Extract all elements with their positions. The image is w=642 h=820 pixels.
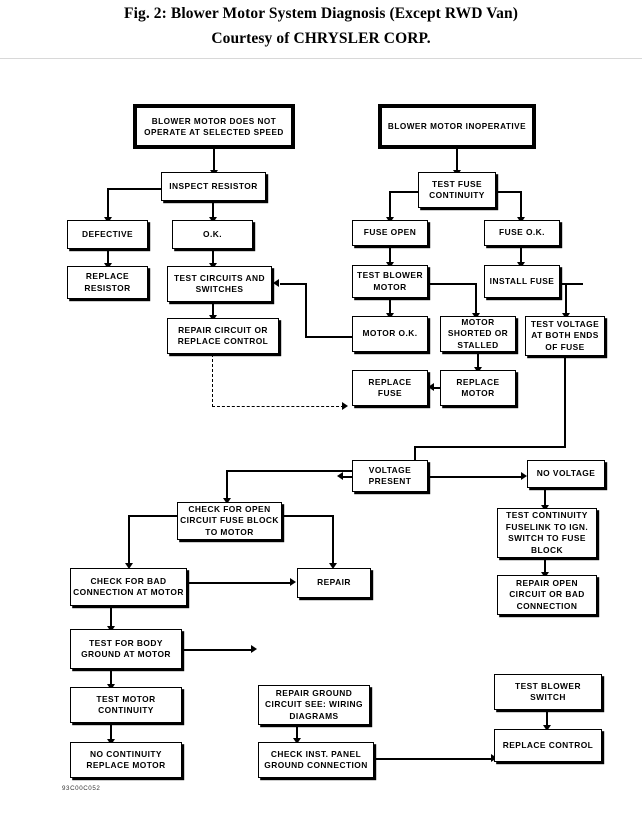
edge-checkbad-testbody [110,606,113,630]
edge-inspect-ok [212,201,214,220]
arrowhead-voltagepresent-checkopen [223,498,231,504]
node-ok[interactable]: O.K. [172,220,253,249]
edge-checkinstpanel-testblowerswitch [373,758,494,761]
edge-voltagepresent-checkopen-v [226,470,228,503]
edge-motorshorted-replacemotor [477,352,480,370]
node-replace-fuse[interactable]: REPLACE FUSE [352,370,428,406]
node-install-fuse[interactable]: INSTALL FUSE [484,265,560,298]
arrowhead-split-voltagepresent [337,472,343,480]
edge-testvoltage-elbow [414,446,566,449]
edge-testcontinuityfl-repairopen [544,558,547,575]
node-test-body-ground[interactable]: TEST FOR BODY GROUND AT MOTOR [70,629,182,669]
edge-inspect-defective-v [107,188,109,220]
title-overflow-clip: . [0,0,642,2]
node-repair-ground-circuit[interactable]: REPAIR GROUND CIRCUIT SEE: WIRING DIAGRA… [258,685,370,725]
edge-novoltage-testcontinuityfl [544,488,547,508]
node-test-motor-continuity[interactable]: TEST MOTOR CONTINUITY [70,687,182,723]
node-test-fuse-continuity[interactable]: TEST FUSE CONTINUITY [418,172,496,208]
node-fuse-ok[interactable]: FUSE O.K. [484,220,560,246]
arrowhead-repairground-checkinstpanel [293,738,301,744]
arrowhead-motorok-testcircuits [273,279,279,287]
arrowhead-testbody-repairground [251,645,257,653]
edge-checkbad-repair [186,582,292,585]
edge-testblowermotor-motorshorted-v [475,283,477,316]
node-motor-shorted[interactable]: MOTOR SHORTED OR STALLED [440,316,516,352]
edge-inspect-defective-h [108,188,162,190]
node-test-voltage[interactable]: TEST VOLTAGE AT BOTH ENDS OF FUSE [525,316,605,356]
node-defective[interactable]: DEFECTIVE [67,220,148,249]
figure-reference-code: 93C00C052 [62,785,101,792]
edge-testfuse-fuseopen-v [389,191,391,220]
node-test-continuity-fuselink[interactable]: TEST CONTINUITY FUSELINK TO IGN. SWITCH … [497,508,597,558]
arrowhead-repaircircuit-replacefuse [342,402,348,410]
edge-testfuse-fuseopen-h [390,191,419,193]
node-repair-circuit[interactable]: REPAIR CIRCUIT OR REPLACE CONTROL [167,318,279,354]
edge-testblowerswitch-replacecontrol [546,710,549,728]
edge-testbody-repairground [181,649,253,651]
edge-motorok-testcircuits-v [305,283,307,337]
arrowhead-checkbad-repair [290,578,296,586]
edge-startleft-inspect [213,149,216,173]
edge-installfuse-testvoltage-h [559,283,583,285]
edge-voltagepresent-checkopen-h [226,470,353,472]
arrowhead-testblowerswitch-replacecontrol [543,725,551,731]
edge-motorok-testcircuits-h2 [280,283,306,286]
node-start-right[interactable]: BLOWER MOTOR INOPERATIVE [378,104,536,149]
edge-split-novoltage [414,476,524,479]
edge-checkopen-checkbad-v [128,515,130,567]
node-replace-motor[interactable]: REPLACE MOTOR [440,370,516,406]
edge-fuseok-installfuse [520,246,523,265]
figure-title-line-1: Fig. 2: Blower Motor System Diagnosis (E… [124,5,518,22]
edge-installfuse-testvoltage-v [565,283,567,316]
node-no-voltage[interactable]: NO VOLTAGE [527,460,605,488]
edge-startright-testfuse [456,149,459,173]
node-start-left[interactable]: BLOWER MOTOR DOES NOT OPERATE AT SELECTE… [133,104,295,149]
edge-testcircuits-repaircircuit [212,302,215,320]
node-motor-ok[interactable]: MOTOR O.K. [352,316,428,352]
node-no-continuity[interactable]: NO CONTINUITY REPLACE MOTOR [70,742,182,778]
edge-fuseopen-testblowermotor [389,246,392,265]
arrowhead-checkopen-checkbad [125,563,133,569]
edge-testbody-testmotorcont [110,669,113,687]
node-fuse-open[interactable]: FUSE OPEN [352,220,428,246]
arrowhead-checkopen-repair [329,563,337,569]
flowchart-canvas: BLOWER MOTOR DOES NOT OPERATE AT SELECTE… [0,60,642,820]
arrowhead-replacemotor-replacefuse [428,383,434,391]
node-check-open-circuit[interactable]: CHECK FOR OPEN CIRCUIT FUSE BLOCK TO MOT… [177,502,282,540]
edge-testmotorcont-nocontinuity [110,723,113,741]
node-test-blower-switch[interactable]: TEST BLOWER SWITCH [494,674,602,710]
edge-defective-replaceresistor [107,249,110,266]
edge-testblowermotor-motorshorted-h [427,283,476,285]
edge-checkopen-repair-h [281,515,333,517]
node-repair[interactable]: REPAIR [297,568,371,598]
node-test-blower-motor[interactable]: TEST BLOWER MOTOR [352,265,428,298]
node-replace-control[interactable]: REPLACE CONTROL [494,729,602,762]
node-check-inst-panel[interactable]: CHECK INST. PANEL GROUND CONNECTION [258,742,374,778]
edge-checkopen-repair-v [332,515,334,567]
edge-checkopen-checkbad-h [128,515,178,517]
arrowhead-split-novoltage [521,472,527,480]
edge-testfuse-fuseok-h [495,191,522,193]
figure-title-block: . Fig. 2: Blower Motor System Diagnosis … [0,0,642,60]
edge-repaircircuit-replacefuse-h [212,406,344,407]
edge-testvoltage-down [564,356,567,448]
edge-replacemotor-replacefuse [434,387,441,390]
edge-testblowermotor-motorok [389,298,392,316]
node-replace-resistor[interactable]: REPLACE RESISTOR [67,266,148,299]
edge-repaircircuit-replacefuse-v [212,354,213,407]
figure-title-line-2: Courtesy of CHRYSLER CORP. [211,30,431,47]
edge-repairground-checkinstpanel [296,725,299,741]
node-inspect-resistor[interactable]: INSPECT RESISTOR [161,172,266,201]
node-test-circuits[interactable]: TEST CIRCUITS AND SWITCHES [167,266,272,302]
edge-testfuse-fuseok-v [520,191,522,220]
node-check-bad-connection[interactable]: CHECK FOR BAD CONNECTION AT MOTOR [70,568,187,606]
node-repair-open-circuit[interactable]: REPAIR OPEN CIRCUIT OR BAD CONNECTION [497,575,597,615]
title-divider [0,58,642,59]
edge-motorok-testcircuits-h1 [305,336,353,338]
node-voltage-present[interactable]: VOLTAGE PRESENT [352,460,428,492]
edge-ok-testcircuits [212,249,215,266]
